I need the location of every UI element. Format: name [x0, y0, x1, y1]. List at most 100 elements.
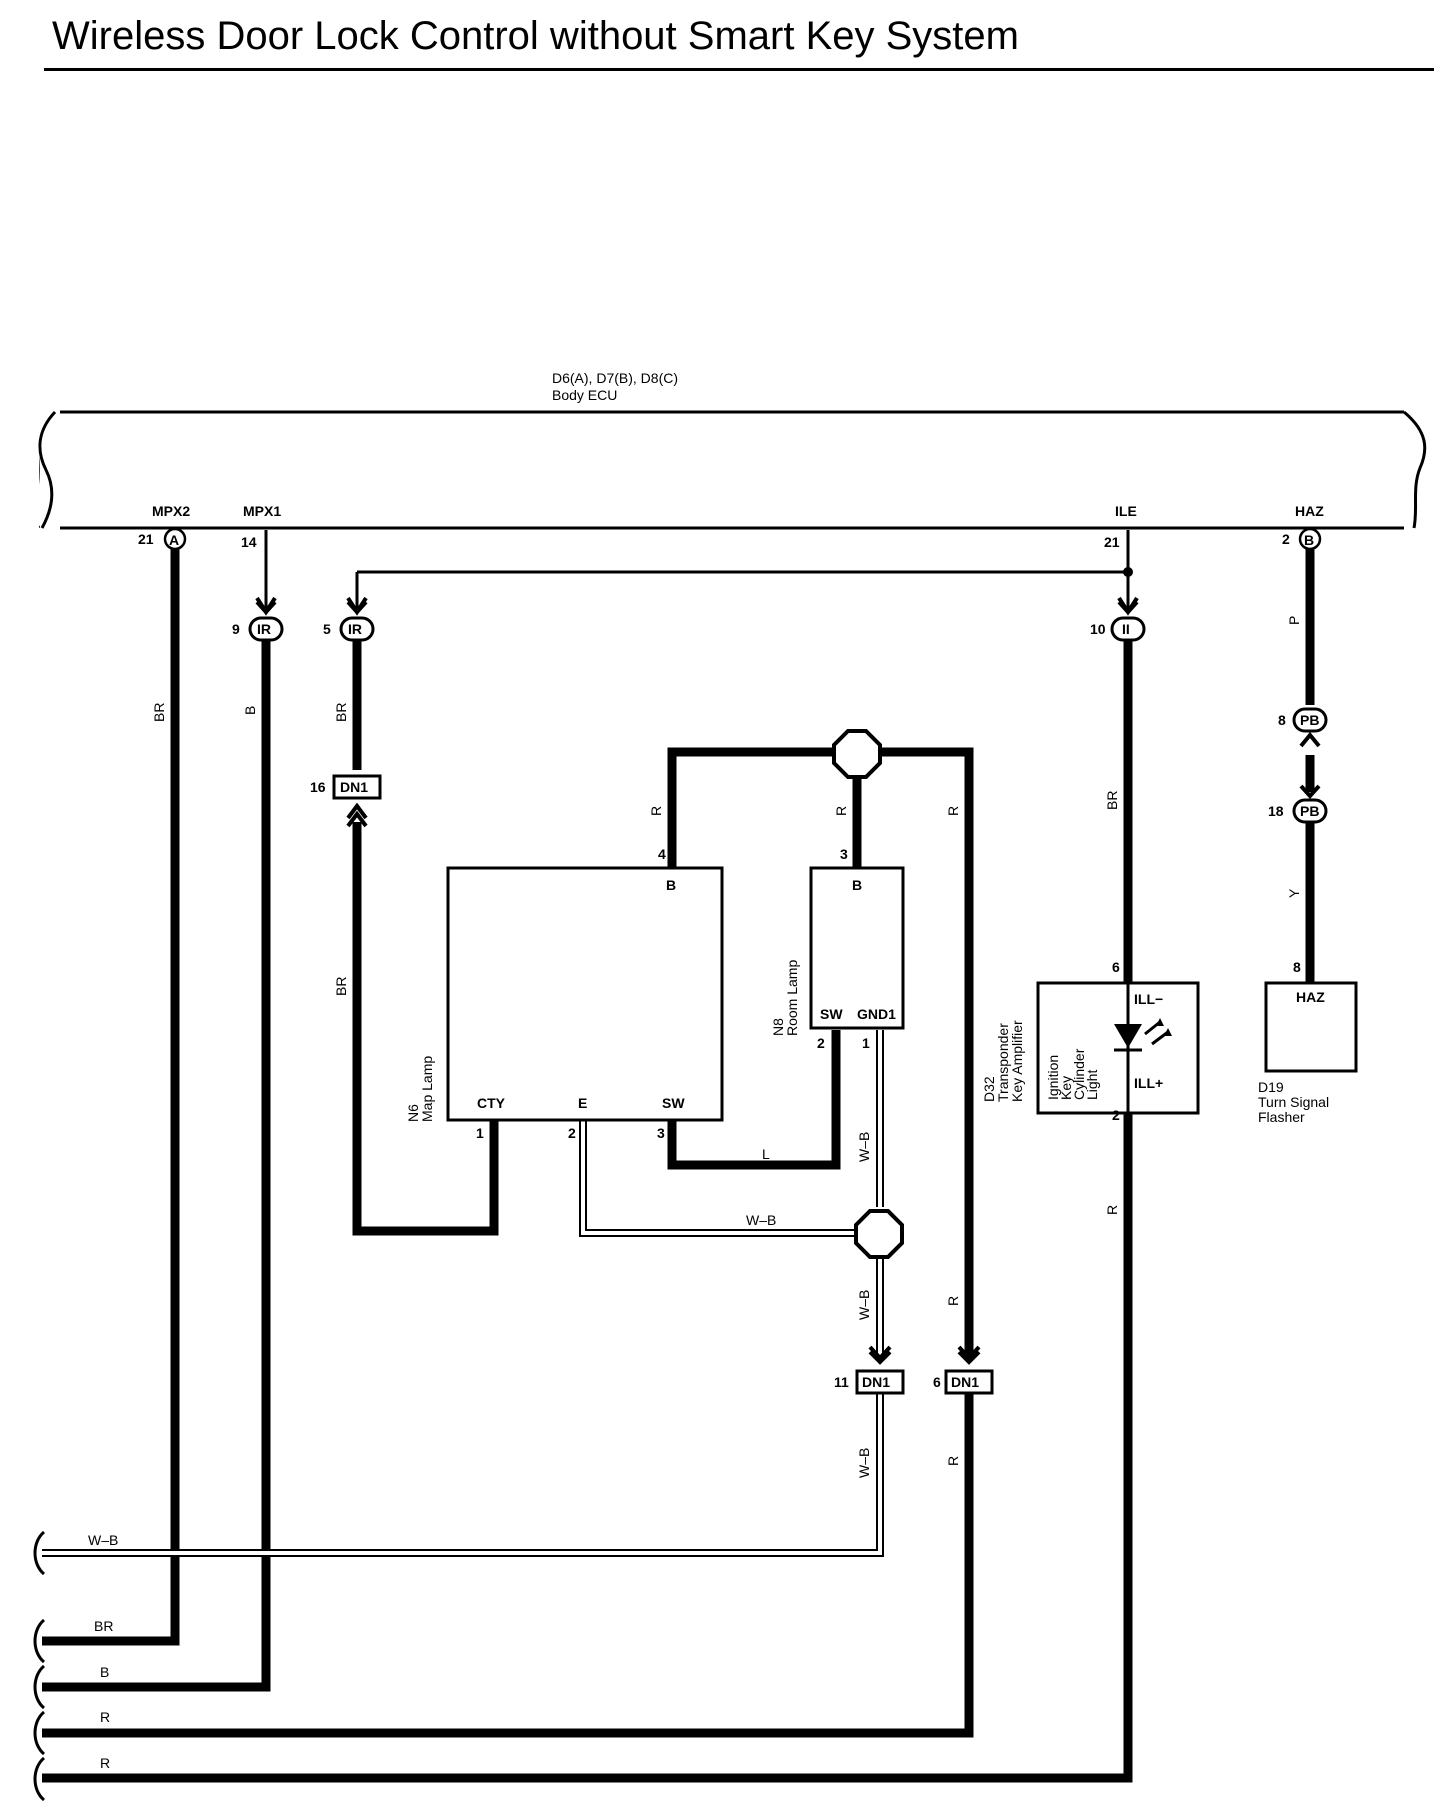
body-ecu: D6(A), D7(B), D8(C) Body ECU MPX2 MPX1 I…	[38, 370, 1428, 551]
svg-text:II: II	[1122, 621, 1130, 637]
wire-br-mpx2	[42, 548, 180, 1646]
key-amp-name2: Key Amplifier	[1009, 1020, 1025, 1102]
svg-text:5: 5	[323, 621, 331, 637]
svg-text:3: 3	[840, 846, 848, 862]
svg-text:B: B	[666, 877, 676, 893]
map-lamp: B CTY E SW 4 1 2 3 N6 Map Lamp	[405, 846, 724, 1141]
splice-wb	[854, 1209, 904, 1259]
wire-br-cty	[352, 822, 499, 1236]
svg-text:R: R	[833, 806, 849, 816]
svg-text:E: E	[578, 1095, 587, 1111]
ecu-terminal-mpx1: MPX1	[243, 503, 281, 519]
svg-text:BR: BR	[151, 703, 167, 722]
room-lamp: B SW GND1 3 2 1 N8 Room Lamp	[770, 846, 905, 1051]
svg-text:9: 9	[232, 621, 240, 637]
turn-signal-flasher: HAZ 8 D19 Turn Signal Flasher	[1258, 959, 1358, 1125]
splice-r	[832, 729, 882, 779]
key-amp-box	[1036, 981, 1200, 1115]
junction-connectors: IR 9 IR 5 II 10 PB 8 PB 18	[232, 596, 1328, 1395]
svg-text:3: 3	[657, 1125, 665, 1141]
svg-text:16: 16	[310, 779, 326, 795]
svg-text:BR: BR	[1104, 791, 1120, 810]
svg-text:1: 1	[862, 1035, 870, 1051]
svg-text:B: B	[852, 877, 862, 893]
svg-text:W–B: W–B	[746, 1212, 776, 1228]
svg-text:8: 8	[1278, 712, 1286, 728]
svg-text:W–B: W–B	[856, 1448, 872, 1478]
svg-text:18: 18	[1268, 803, 1284, 819]
svg-text:8: 8	[1293, 959, 1301, 975]
thick-wires	[42, 548, 1315, 1783]
svg-text:CTY: CTY	[477, 1095, 506, 1111]
key-amp-id: D32	[981, 1076, 997, 1102]
ecu-conn-a: A	[169, 532, 179, 548]
wire-r-map-b	[667, 747, 838, 868]
map-lamp-box	[446, 866, 724, 1122]
wire-b-mpx1	[42, 640, 271, 1692]
svg-text:4: 4	[658, 846, 666, 862]
room-lamp-name: Room Lamp	[784, 960, 800, 1036]
svg-text:DN1: DN1	[340, 779, 368, 795]
svg-text:W–B: W–B	[88, 1532, 118, 1548]
map-lamp-id: N6	[405, 1104, 421, 1122]
svg-text:W–B: W–B	[856, 1132, 872, 1162]
svg-text:Y: Y	[1286, 888, 1302, 898]
svg-text:6: 6	[933, 1374, 941, 1390]
key-amp-light2: Key	[1058, 1076, 1074, 1100]
junction-pb18: PB 18	[1268, 784, 1328, 824]
svg-text:L: L	[762, 1146, 770, 1162]
ecu-connectors-label: D6(A), D7(B), D8(C)	[552, 370, 678, 386]
svg-text:6: 6	[1112, 959, 1120, 975]
flasher-name2: Flasher	[1258, 1109, 1305, 1125]
svg-text:R: R	[100, 1755, 110, 1771]
svg-text:SW: SW	[820, 1006, 843, 1022]
junction-dn1-6: DN1 6	[933, 1345, 994, 1395]
key-amp-name1: Transponder	[995, 1023, 1011, 1102]
svg-text:R: R	[648, 806, 664, 816]
wb-wires	[42, 1030, 884, 1557]
svg-text:2: 2	[568, 1125, 576, 1141]
wire-r-right	[878, 747, 974, 1357]
svg-text:2: 2	[817, 1035, 825, 1051]
svg-text:HAZ: HAZ	[1296, 989, 1325, 1005]
ecu-pin-ile: 21	[1104, 534, 1120, 550]
svg-text:ILL−: ILL−	[1134, 991, 1163, 1007]
bottom-wire-labels: W–B BR B R R	[33, 1530, 118, 1802]
svg-text:B: B	[242, 706, 258, 715]
svg-text:P: P	[1286, 616, 1302, 625]
page-title: Wireless Door Lock Control without Smart…	[52, 14, 1019, 58]
svg-text:10: 10	[1090, 621, 1106, 637]
ecu-terminal-ile: ILE	[1115, 503, 1137, 519]
ecu-terminal-haz: HAZ	[1295, 503, 1324, 519]
flasher-id: D19	[1258, 1079, 1284, 1095]
junction-dn1-16: DN1 16	[310, 774, 382, 828]
key-amp-light3: Cylinder	[1071, 1048, 1087, 1100]
ile-bus	[264, 530, 1130, 612]
svg-text:DN1: DN1	[862, 1374, 890, 1390]
room-lamp-box	[809, 866, 905, 1030]
svg-text:2: 2	[1112, 1107, 1120, 1123]
ecu-pin-haz: 2	[1282, 531, 1290, 547]
ecu-pin-mpx2: 21	[138, 531, 154, 547]
ecu-pin-mpx1: 14	[241, 534, 257, 550]
wire-r-bottom	[42, 1393, 974, 1738]
svg-text:R: R	[100, 1709, 110, 1725]
svg-text:11: 11	[834, 1374, 849, 1390]
svg-text:R: R	[945, 806, 961, 816]
key-amp-light4: Light	[1084, 1070, 1100, 1100]
svg-text:PB: PB	[1300, 803, 1319, 819]
svg-text:BR: BR	[333, 703, 349, 722]
ecu-terminal-mpx2: MPX2	[152, 503, 190, 519]
svg-text:PB: PB	[1300, 712, 1319, 728]
svg-text:B: B	[100, 1664, 109, 1680]
title-underline	[44, 68, 1434, 71]
wire-r-ill-plus	[42, 1113, 1133, 1783]
svg-text:SW: SW	[662, 1095, 685, 1111]
svg-text:BR: BR	[333, 977, 349, 996]
svg-text:R: R	[945, 1296, 961, 1306]
svg-text:GND1: GND1	[857, 1006, 896, 1022]
splice-ile	[1123, 567, 1133, 577]
led-icon	[1114, 1024, 1142, 1048]
svg-text:1: 1	[476, 1125, 484, 1141]
